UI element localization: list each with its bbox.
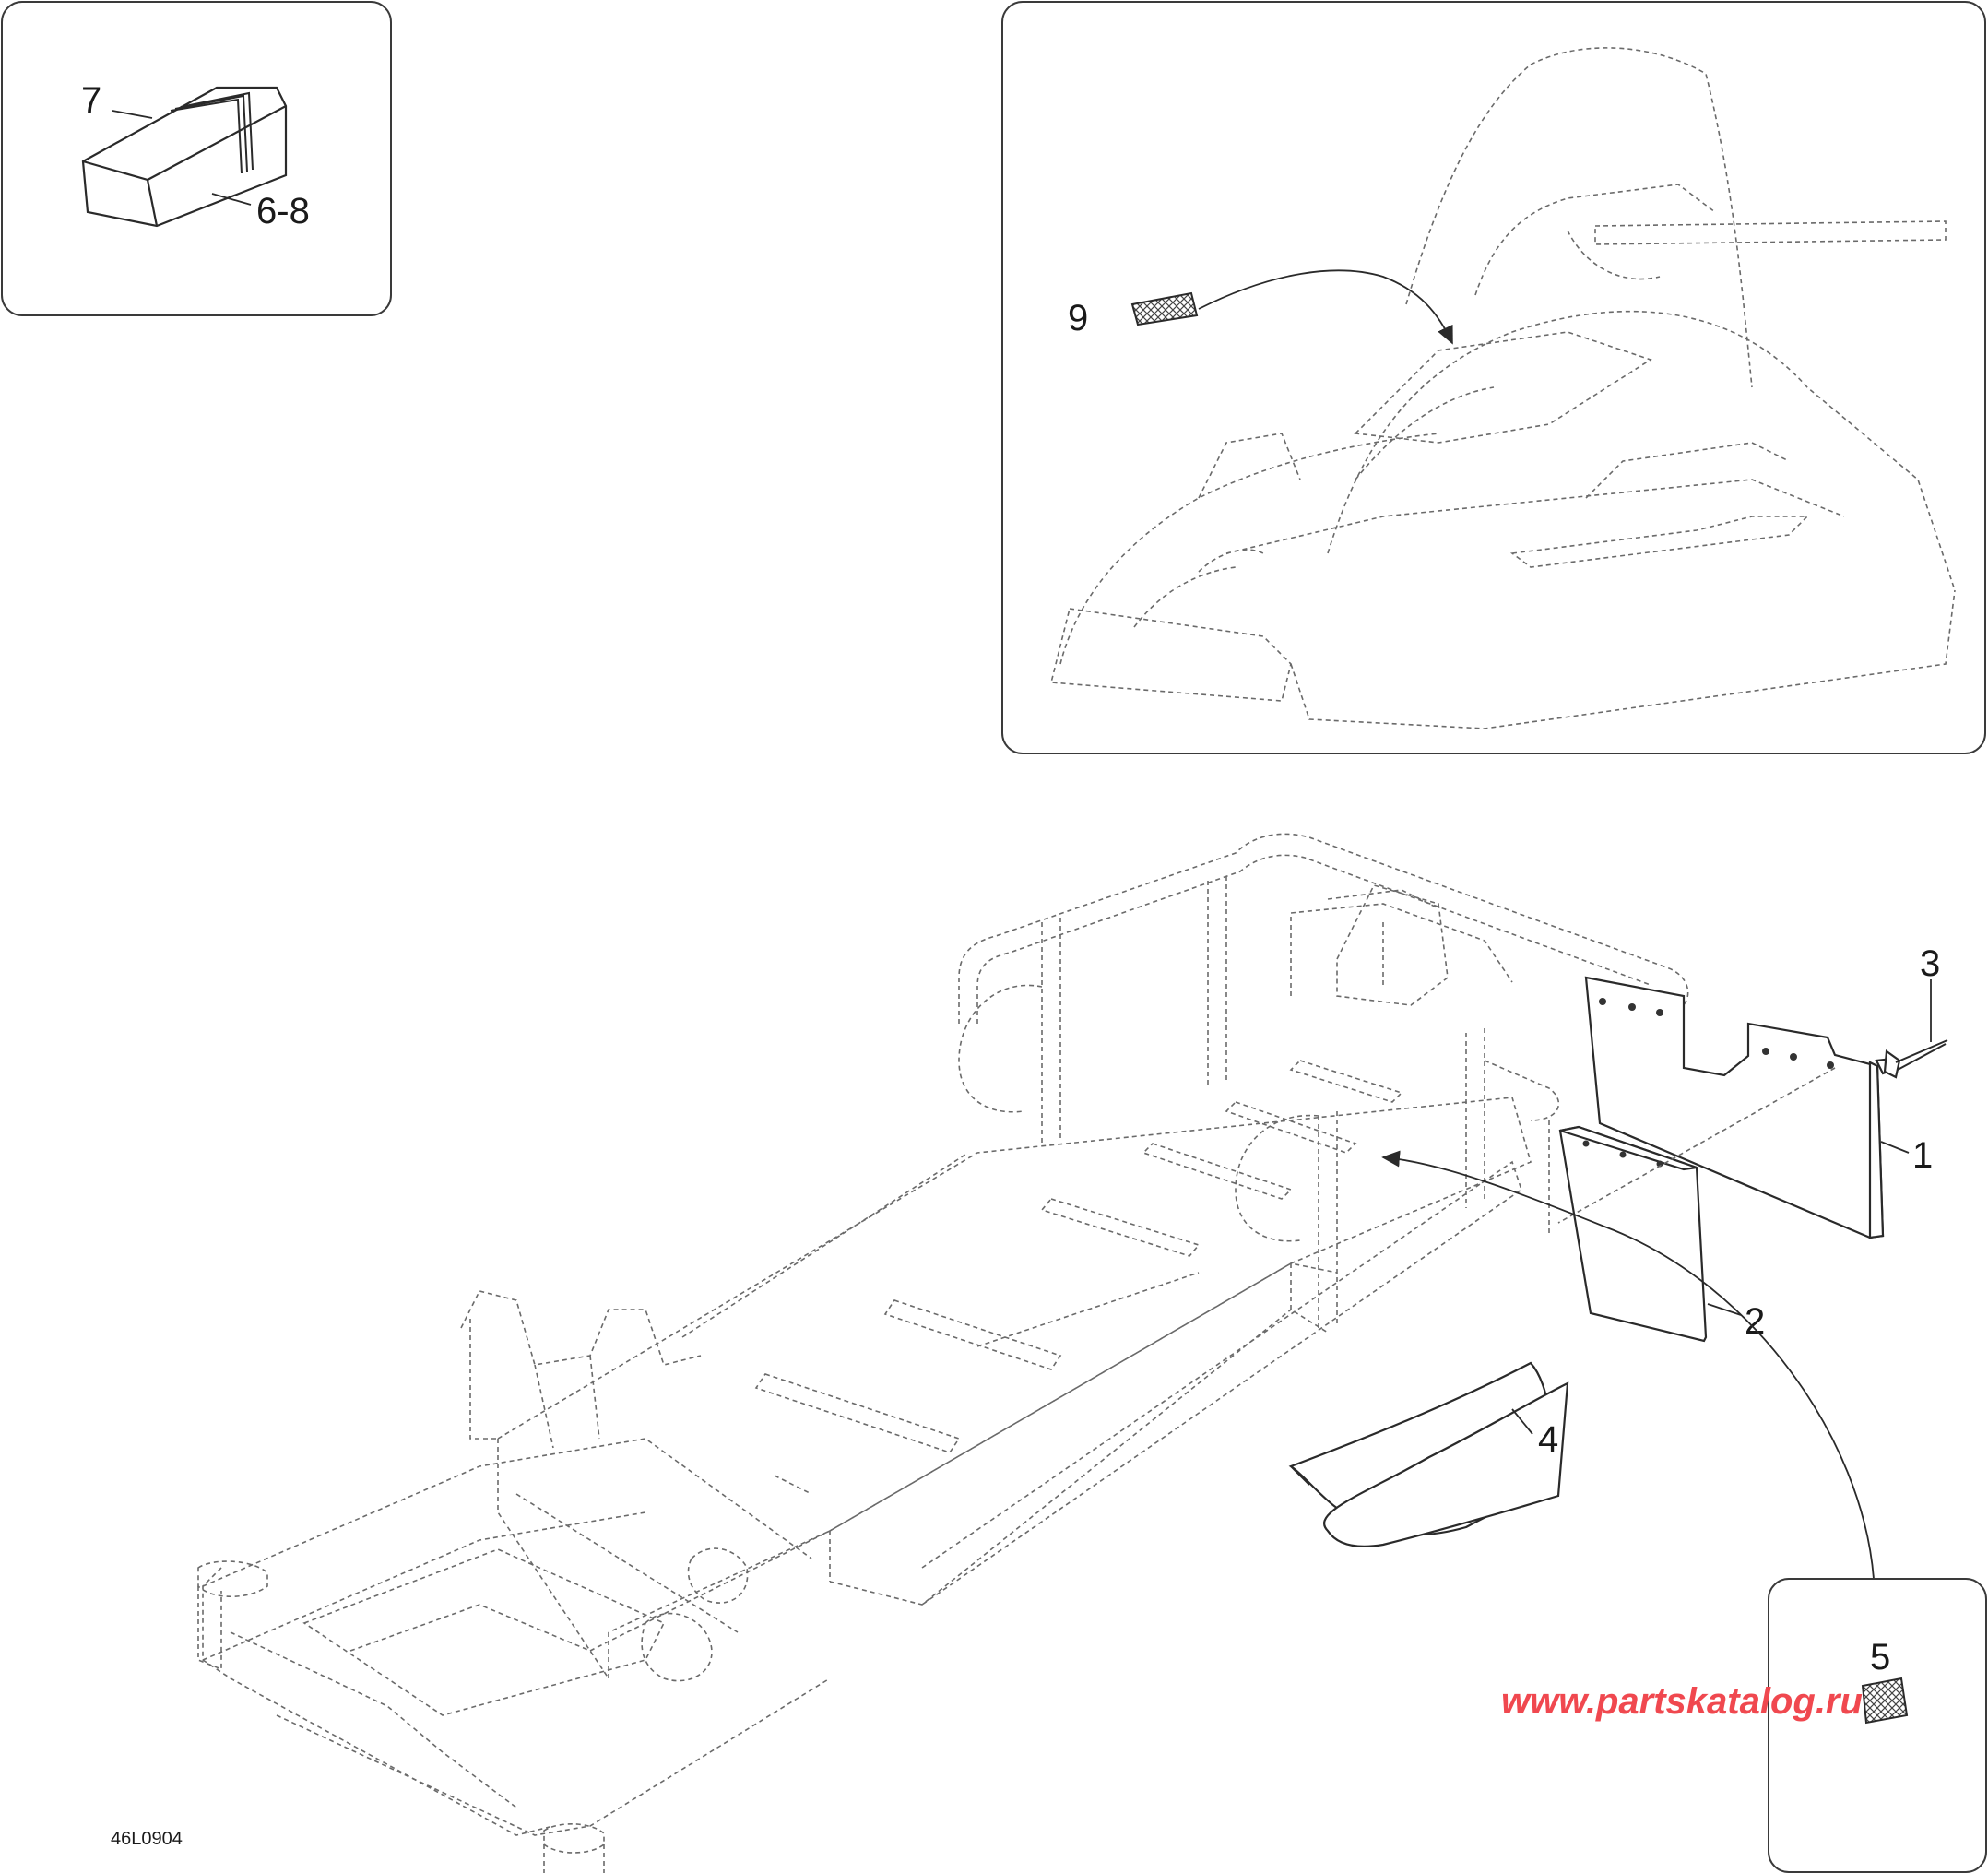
inset-snowmobile-panel: 9 — [1001, 1, 1986, 754]
leader-4 — [1511, 1408, 1533, 1435]
leader-1 — [1880, 1141, 1910, 1154]
callout-3: 3 — [1920, 943, 1940, 984]
mounting-axis-line — [1548, 1067, 1836, 1236]
part-1-mud-flap — [1584, 976, 1885, 1239]
callout-4: 4 — [1538, 1419, 1558, 1460]
callout-5: 5 — [1870, 1637, 1890, 1677]
part-3-rivet — [1875, 1039, 1948, 1079]
drawing-code: 46L0904 — [111, 1829, 183, 1849]
decal-9-mesh — [1130, 291, 1199, 326]
snowmobile-body-outline — [1049, 47, 1956, 729]
cushion-pad-illustration — [81, 86, 288, 228]
leader-2 — [1707, 1303, 1742, 1316]
inset-cushion-panel: 7 6-8 — [1, 1, 392, 316]
callout-6-8: 6-8 — [256, 191, 310, 231]
callout-1: 1 — [1912, 1135, 1933, 1176]
leader-9-arrow — [1198, 269, 1453, 345]
chassis-frame-outline — [197, 833, 1689, 1873]
inset-decal-panel: 5 — [1768, 1578, 1987, 1873]
callout-7: 7 — [81, 80, 101, 121]
leader-5-arrow — [1381, 1150, 1875, 1580]
callout-9: 9 — [1068, 298, 1088, 338]
watermark-text: www.partskatalog.ru — [1501, 1681, 1863, 1722]
part-4-side-deflector — [1288, 1361, 1569, 1547]
leader-6-8 — [211, 193, 252, 206]
part-2-backing-plate — [1558, 1125, 1708, 1343]
decal-5-mesh — [1861, 1677, 1909, 1725]
leader-7 — [112, 110, 153, 119]
callout-2: 2 — [1745, 1301, 1765, 1342]
